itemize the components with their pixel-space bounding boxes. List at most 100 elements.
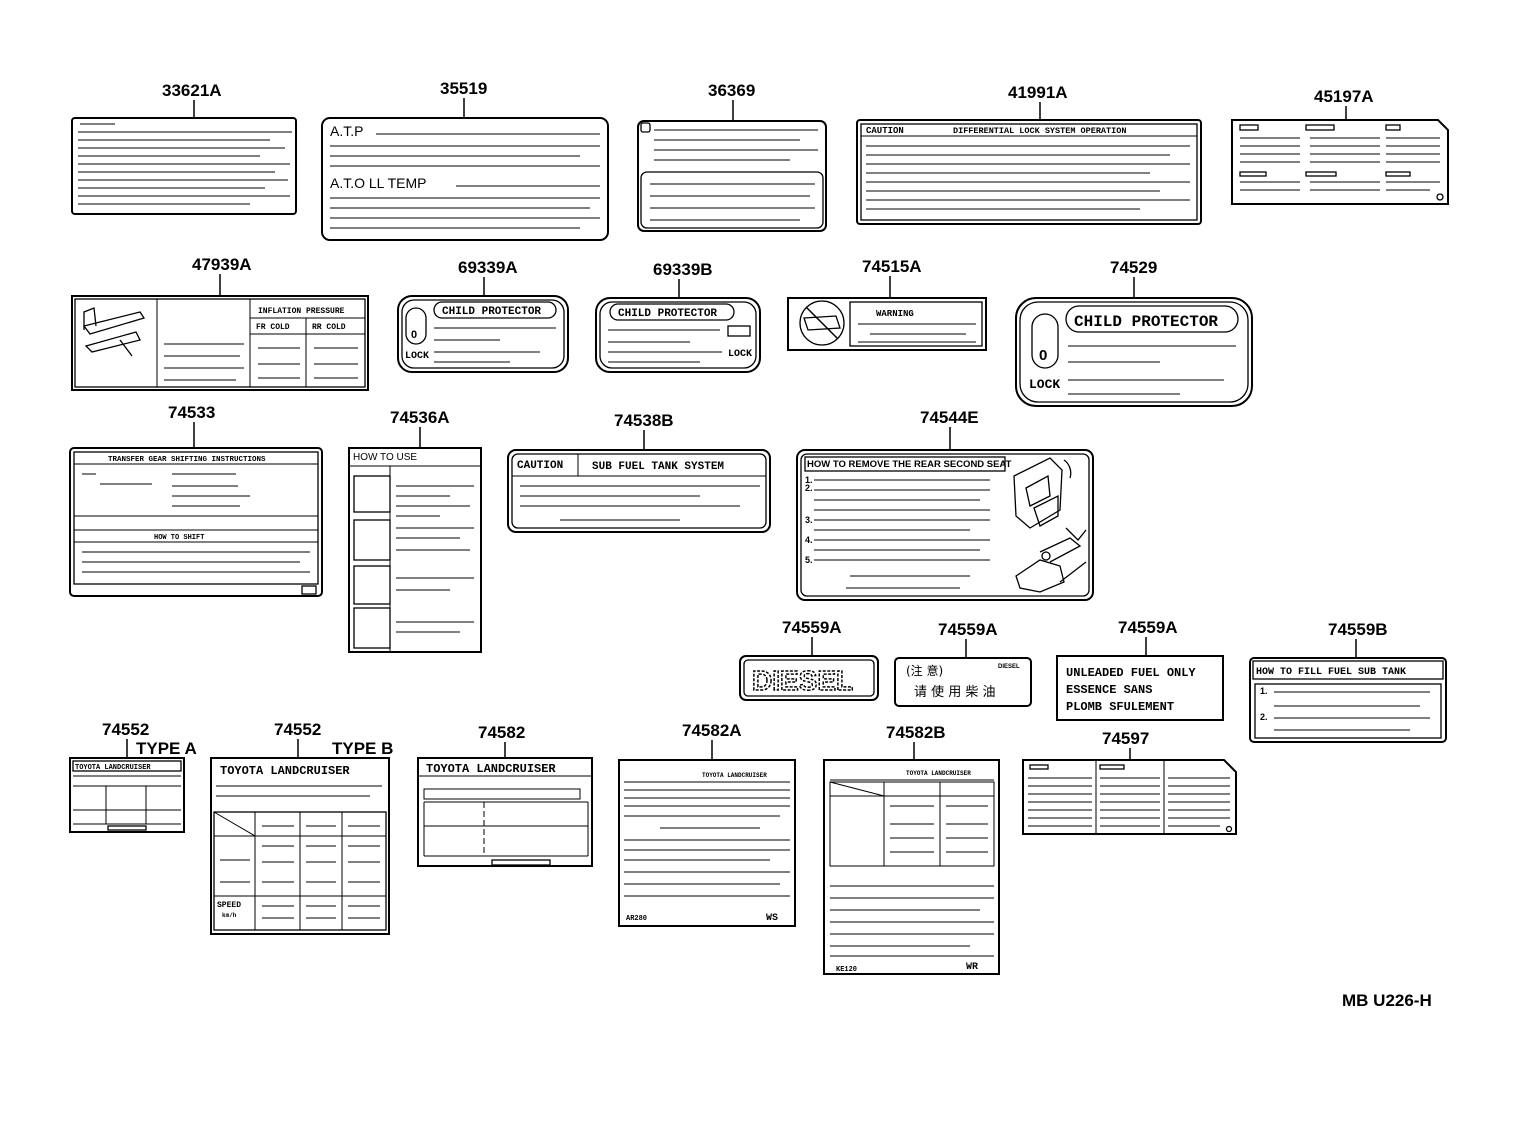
step-3: 3. xyxy=(805,515,813,525)
tire-tool-icon xyxy=(82,307,146,357)
part-number: 69339B xyxy=(653,260,713,279)
part-number: 74559A xyxy=(782,618,842,637)
fill-step-1: 1. xyxy=(1260,686,1268,696)
cn-caution-text: (注 意) xyxy=(906,663,943,678)
label-74597[interactable]: 74597 xyxy=(1022,729,1237,835)
child-protector-text: CHILD PROTECTOR xyxy=(442,306,541,318)
landcruiser-text: TOYOTA LANDCRUISER xyxy=(426,762,556,776)
label-36369[interactable]: 36369 xyxy=(637,81,827,232)
label-69339A[interactable]: 69339A CHILD PROTECTOR 0 LOCK xyxy=(397,258,569,373)
how-to-use-text: HOW TO USE xyxy=(353,452,417,463)
part-number: 74552 xyxy=(274,720,321,739)
part-number: 69339A xyxy=(458,258,518,277)
landcruiser-small-text: TOYOTA LANDCRUISER xyxy=(906,770,971,777)
zero-text: 0 xyxy=(1039,347,1047,364)
part-number: 74544E xyxy=(920,408,979,427)
diff-lock-text: DIFFERENTIAL LOCK SYSTEM OPERATION xyxy=(953,126,1126,136)
kmh-text: km/h xyxy=(222,912,237,919)
sub-fuel-tank-text: SUB FUEL TANK SYSTEM xyxy=(592,461,724,473)
label-33621A[interactable]: 33621A xyxy=(71,81,297,215)
part-number: 74597 xyxy=(1102,729,1149,748)
essence-text: ESSENCE SANS xyxy=(1066,683,1152,697)
plomb-text: PLOMB SFULEMENT xyxy=(1066,700,1174,714)
at-oil-temp-text: A.T.O LL TEMP xyxy=(330,175,426,191)
label-69339B[interactable]: 69339B CHILD PROTECTOR LOCK xyxy=(595,260,761,373)
part-number: 74582 xyxy=(478,723,525,742)
fr-cold-text: FR COLD xyxy=(256,323,290,332)
no-entry-icon xyxy=(799,300,845,346)
label-74559A-unleaded[interactable]: 74559A UNLEADED FUEL ONLY ESSENCE SANS P… xyxy=(1056,618,1224,721)
warning-text: WARNING xyxy=(876,309,914,319)
label-74533[interactable]: 74533 TRANSFER GEAR SHIFTING INSTRUCTION… xyxy=(69,403,323,597)
part-number: 41991A xyxy=(1008,83,1068,102)
seat-icon xyxy=(1013,457,1072,529)
label-74515A[interactable]: 74515A WARNING xyxy=(787,257,987,351)
part-number: 74538B xyxy=(614,411,674,430)
label-74582A[interactable]: 74582A TOYOTA LANDCRUISER AR280 WS xyxy=(618,721,796,927)
part-number: 74559A xyxy=(1118,618,1178,637)
code-text: KE120 xyxy=(836,966,857,974)
part-number: 74582B xyxy=(886,723,946,742)
label-74559A-chinese[interactable]: 74559A (注 意) DIESEL 请 使 用 柴 油 xyxy=(894,620,1032,707)
label-74559A-diesel[interactable]: 74559A DIESEL xyxy=(739,618,879,701)
caution-text: CAUTION xyxy=(517,460,563,472)
lock-text: LOCK xyxy=(728,349,752,360)
label-74552-type-b[interactable]: 74552 TYPE B TOYOTA LANDCRUISER SPEED km… xyxy=(210,720,393,935)
fill-step-2: 2. xyxy=(1260,712,1268,722)
cn-use-diesel-text: 请 使 用 柴 油 xyxy=(914,684,996,700)
label-74582B[interactable]: 74582B TOYOTA LANDCRUISER KE120 WR xyxy=(823,723,1000,975)
label-45197A[interactable]: 45197A xyxy=(1231,87,1449,205)
part-number: 36369 xyxy=(708,81,755,100)
caution-text: CAUTION xyxy=(866,126,904,136)
part-number: 74559B xyxy=(1328,620,1388,639)
lock-text: LOCK xyxy=(1029,377,1060,392)
label-74582[interactable]: 74582 TOYOTA LANDCRUISER xyxy=(417,723,593,867)
label-74529[interactable]: 74529 CHILD PROTECTOR 0 LOCK xyxy=(1015,258,1253,407)
part-number: 74552 xyxy=(102,720,149,739)
label-74536A[interactable]: 74536A HOW TO USE xyxy=(348,408,482,653)
part-number: 74515A xyxy=(862,257,922,276)
speed-text: SPEED xyxy=(217,901,241,910)
step-5: 5. xyxy=(805,555,813,565)
part-number: 35519 xyxy=(440,79,487,98)
step-1: 1. xyxy=(805,475,813,485)
type-a-text: TYPE A xyxy=(136,739,197,758)
unleaded-text: UNLEADED FUEL ONLY xyxy=(1066,666,1196,680)
zero-text: 0 xyxy=(411,329,417,341)
seat-folding-icon xyxy=(1015,527,1087,593)
how-to-shift-text: HOW TO SHIFT xyxy=(154,534,204,542)
suffix-text: WS xyxy=(766,913,778,924)
diagram-code: MB U226-H xyxy=(1342,991,1432,1010)
part-number: 45197A xyxy=(1314,87,1374,106)
type-b-text: TYPE B xyxy=(332,739,393,758)
diesel-text: DIESEL xyxy=(752,665,853,696)
landcruiser-small-text: TOYOTA LANDCRUISER xyxy=(702,772,767,779)
part-number: 74559A xyxy=(938,620,998,639)
step-2: 2. xyxy=(805,483,813,493)
part-number: 33621A xyxy=(162,81,222,100)
child-protector-text: CHILD PROTECTOR xyxy=(618,308,717,320)
landcruiser-text: TOYOTA LANDCRUISER xyxy=(220,764,350,778)
label-41991A[interactable]: 41991A CAUTION DIFFERENTIAL LOCK SYSTEM … xyxy=(856,83,1202,225)
transfer-shifting-text: TRANSFER GEAR SHIFTING INSTRUCTIONS xyxy=(108,456,266,464)
atp-text: A.T.P xyxy=(330,123,363,139)
label-74559B[interactable]: 74559B HOW TO FILL FUEL SUB TANK 1. 2. xyxy=(1249,620,1447,743)
label-47939A[interactable]: 47939A INFLATION PRESSURE FR COLD RR COL… xyxy=(71,255,369,391)
inflation-pressure-text: INFLATION PRESSURE xyxy=(258,307,345,316)
step-4: 4. xyxy=(805,535,813,545)
label-74544E[interactable]: 74544E HOW TO REMOVE THE REAR SECOND SEA… xyxy=(796,408,1094,601)
part-number: 74582A xyxy=(682,721,742,740)
lock-text: LOCK xyxy=(405,351,429,362)
label-35519[interactable]: 35519 A.T.P A.T.O LL TEMP xyxy=(321,79,609,241)
suffix-text: WR xyxy=(966,962,978,973)
part-number: 47939A xyxy=(192,255,252,274)
rr-cold-text: RR COLD xyxy=(312,323,346,332)
cn-diesel-small-text: DIESEL xyxy=(998,664,1020,670)
label-74552-type-a[interactable]: 74552 TYPE A TOYOTA LANDCRUISER xyxy=(69,720,197,833)
part-number: 74536A xyxy=(390,408,450,427)
label-74538B[interactable]: 74538B CAUTION SUB FUEL TANK SYSTEM xyxy=(507,411,771,533)
landcruiser-small-text: TOYOTA LANDCRUISER xyxy=(75,764,151,772)
fill-sub-tank-text: HOW TO FILL FUEL SUB TANK xyxy=(1256,667,1406,678)
child-protector-text: CHILD PROTECTOR xyxy=(1074,313,1218,331)
